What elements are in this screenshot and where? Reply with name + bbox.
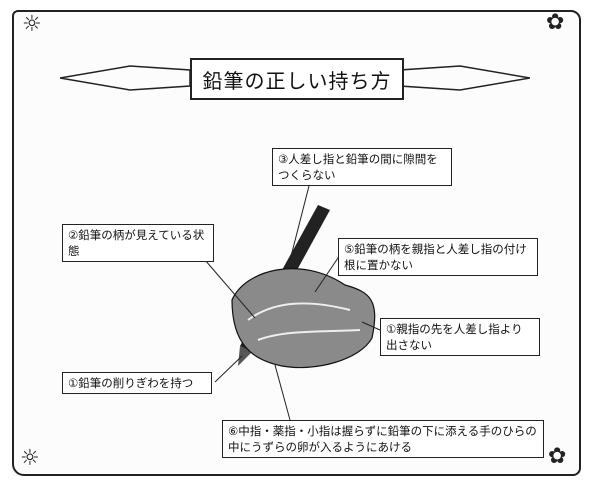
corner-doodle-icon: ✿ — [548, 444, 567, 469]
corner-doodle-icon: ✿ — [546, 10, 565, 35]
callout-6: ⑥中指・薬指・小指は握らずに鉛筆の下に添える手のひらの中にうずらの卵が入るように… — [222, 420, 544, 458]
corner-doodle-icon: ☼ — [20, 446, 40, 471]
callout-3: ③人差し指と鉛筆の間に隙間をつくらない — [272, 148, 452, 186]
callout-1-left: ①鉛筆の削りぎわを持つ — [62, 372, 212, 394]
page-title: 鉛筆の正しい持ち方 — [190, 58, 404, 100]
callout-1-right: ①親指の先を人差し指より出さない — [380, 318, 540, 356]
callout-5: ⑤鉛筆の柄を親指と人差し指の付け根に置かない — [338, 238, 538, 276]
callout-2: ②鉛筆の柄が見えている状態 — [62, 224, 214, 262]
corner-doodle-icon: ☼ — [22, 12, 42, 37]
